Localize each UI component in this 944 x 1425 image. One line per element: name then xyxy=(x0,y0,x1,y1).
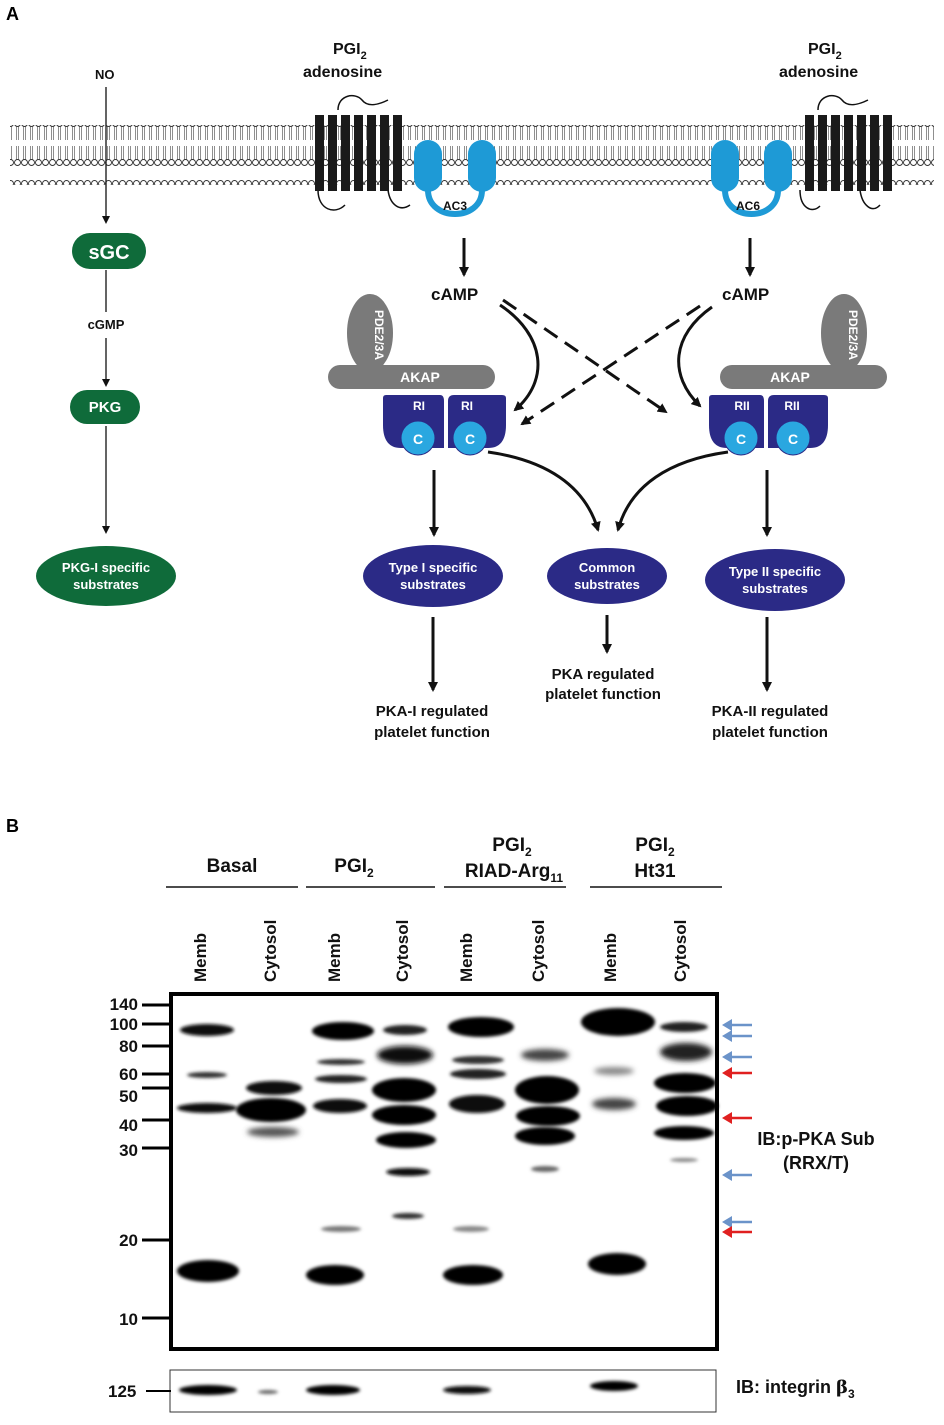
ri-2-label: RI xyxy=(461,399,473,413)
camp-cross-to-rii-arrow xyxy=(502,298,668,414)
lane-3-label: Memb xyxy=(325,933,344,982)
type-i-substrates-node xyxy=(363,545,503,607)
western-blot-main xyxy=(169,992,719,1351)
ac3-label: AC3 xyxy=(443,199,467,213)
sgc-node xyxy=(72,233,146,269)
mw-60-label: 60 xyxy=(119,1065,138,1084)
pkg-node xyxy=(70,390,140,424)
lane-4-label: Cytosol xyxy=(393,920,412,982)
pka-ii-common-arrow xyxy=(615,450,729,532)
receptor-right-adenosine: adenosine xyxy=(779,64,858,81)
c-subunit-2-label: C xyxy=(465,431,475,447)
panel-label-a: A xyxy=(6,4,19,24)
mw-10-label: 10 xyxy=(119,1310,138,1329)
blue-arrow-icon xyxy=(722,1216,752,1228)
pde-left-icon: PDE2/3A xyxy=(345,292,395,374)
common-substrates-node xyxy=(547,548,667,604)
pka-i-common-arrow xyxy=(487,450,601,532)
band-arrows xyxy=(722,1019,752,1238)
pka-type-i-holoenzyme-icon: RI RI C C xyxy=(383,395,506,456)
camp-cross-to-ri-arrow xyxy=(520,304,701,426)
mw-80-label: 80 xyxy=(119,1037,138,1056)
integrin-bands xyxy=(179,1381,638,1395)
cgmp-label: cGMP xyxy=(88,317,125,332)
sgc-label: sGC xyxy=(88,242,129,264)
akap-right-node xyxy=(720,365,887,389)
adenylyl-cyclase-6-icon: AC6 xyxy=(711,140,792,217)
receptor-left-label: PGI2 xyxy=(333,41,367,62)
c-subunit-4-label: C xyxy=(788,431,798,447)
rii-2-label: RII xyxy=(784,399,799,413)
group-pgi2-label: PGI2 xyxy=(334,856,374,880)
lane-8-label: Cytosol xyxy=(671,920,690,982)
c-subunit-3-label: C xyxy=(736,431,746,447)
group-basal-label: Basal xyxy=(207,856,258,877)
akap-left-label: AKAP xyxy=(400,369,440,385)
group-riad-line2-label: RIAD-Arg11 xyxy=(465,861,564,885)
mw-ladder: 140 100 80 60 50 40 30 20 10 xyxy=(110,995,171,1329)
akap-right-label: AKAP xyxy=(770,369,810,385)
mw-125-label: 125 xyxy=(108,1382,136,1401)
camp-left-label: cAMP xyxy=(431,285,478,304)
mw-100-label: 100 xyxy=(110,1015,138,1034)
gpcr-left-icon xyxy=(315,94,411,211)
pka-type-ii-holoenzyme-icon: RII RII C C xyxy=(709,395,828,456)
ac6-label: AC6 xyxy=(736,199,760,213)
lane-7-label: Memb xyxy=(601,933,620,982)
type-ii-substrates-node xyxy=(705,549,845,611)
western-blot-integrin xyxy=(169,1369,717,1413)
blue-arrow-icon xyxy=(722,1019,752,1031)
pkg-substrates-node xyxy=(36,546,176,606)
ri-1-label: RI xyxy=(413,399,425,413)
panel-label-b: B xyxy=(6,816,19,836)
group-ht31-line2-label: Ht31 xyxy=(634,861,676,882)
mw-20-label: 20 xyxy=(119,1231,138,1250)
ib-integrin-label: IB: integrin β3 xyxy=(736,1377,855,1401)
c-subunit-1-label: C xyxy=(413,431,423,447)
mw-50-label: 50 xyxy=(119,1087,138,1106)
blue-arrow-icon xyxy=(722,1169,752,1181)
akap-left-node xyxy=(328,365,495,389)
red-arrow-icon xyxy=(722,1112,752,1124)
no-label: NO xyxy=(95,67,115,82)
adenylyl-cyclase-3-icon: AC3 xyxy=(414,140,496,217)
receptor-right-label: PGI2 xyxy=(808,41,842,62)
mw-40-label: 40 xyxy=(119,1116,138,1135)
gpcr-right-icon xyxy=(799,94,892,211)
lane-5-label: Memb xyxy=(457,933,476,982)
mw-140-label: 140 xyxy=(110,995,138,1014)
pde-left-label: PDE2/3A xyxy=(372,310,386,360)
blot-bands xyxy=(177,1008,718,1285)
pde-right-label: PDE2/3A xyxy=(846,310,860,360)
mw-30-label: 30 xyxy=(119,1141,138,1160)
lane-6-label: Cytosol xyxy=(529,920,548,982)
blue-arrow-icon xyxy=(722,1051,752,1063)
receptor-left-adenosine: adenosine xyxy=(303,64,382,81)
group-ht31-label: PGI2 xyxy=(635,835,675,859)
red-arrow-icon xyxy=(722,1067,752,1079)
group-riad-label: PGI2 xyxy=(492,835,532,859)
pde-right-icon: PDE2/3A xyxy=(819,292,869,374)
rii-1-label: RII xyxy=(734,399,749,413)
lane-2-label: Cytosol xyxy=(261,920,280,982)
blue-arrow-icon xyxy=(722,1030,752,1042)
lane-1-label: Memb xyxy=(191,933,210,982)
camp-to-rii-arrow xyxy=(677,305,713,408)
camp-to-ri-arrow xyxy=(499,303,540,412)
pkg-label: PKG xyxy=(89,399,122,416)
camp-right-label: cAMP xyxy=(722,285,769,304)
red-arrow-icon xyxy=(722,1226,752,1238)
ib-pka-sub-label: IB:p-PKA Sub(RRX/T) xyxy=(757,1129,874,1173)
